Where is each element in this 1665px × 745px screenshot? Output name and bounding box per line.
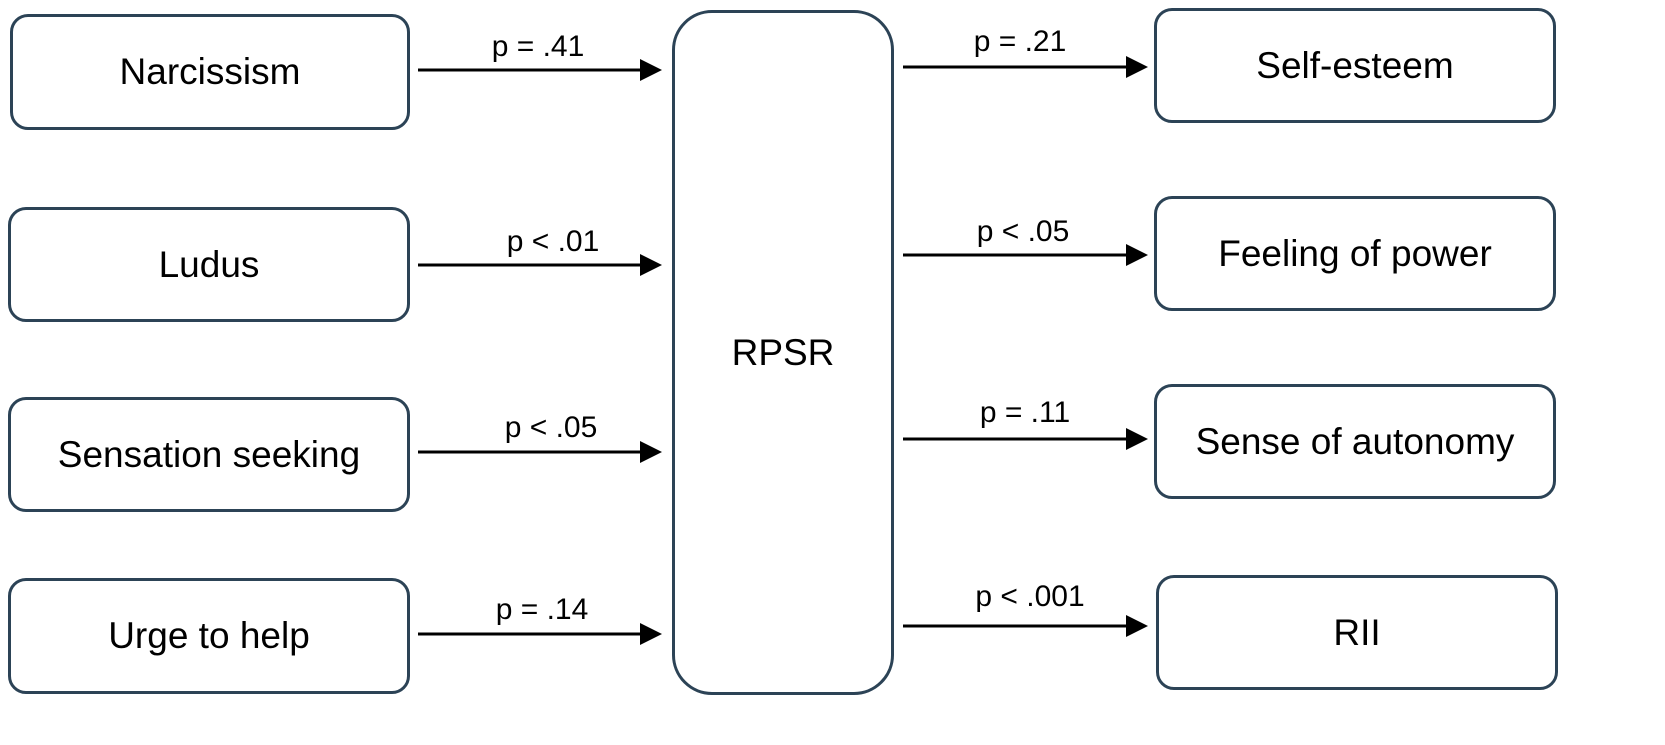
arrow-narcissism-to-rpsr bbox=[418, 59, 662, 81]
p-value-narcissism: p = .41 bbox=[492, 30, 585, 63]
predictor-box-urge-to-help: Urge to help bbox=[8, 578, 410, 694]
predictor-box-sensation-seeking: Sensation seeking bbox=[8, 397, 410, 512]
predictor-label: Urge to help bbox=[108, 615, 310, 656]
outcome-label: Sense of autonomy bbox=[1195, 420, 1515, 462]
outcome-box-rii: RII bbox=[1156, 575, 1558, 690]
outcome-box-self-esteem: Self-esteem bbox=[1154, 8, 1556, 123]
arrow-rpsr-to-feeling-of-power bbox=[903, 244, 1148, 266]
p-value-sensation-seeking: p < .05 bbox=[505, 411, 598, 444]
outcome-label: Feeling of power bbox=[1218, 232, 1492, 274]
predictor-label: Narcissism bbox=[119, 51, 301, 92]
outcome-label: Self-esteem bbox=[1256, 44, 1454, 86]
p-value-sense-of-autonomy: p = .11 bbox=[980, 396, 1070, 429]
outcome-label: RII bbox=[1333, 611, 1381, 653]
predictor-box-narcissism: Narcissism bbox=[10, 14, 410, 130]
p-value-ludus: p < .01 bbox=[507, 225, 600, 258]
arrow-urge-to-help-to-rpsr bbox=[418, 623, 662, 645]
mediator-box-rpsr: RPSR bbox=[672, 10, 894, 695]
arrow-rpsr-to-sense-of-autonomy bbox=[903, 428, 1148, 450]
p-value-urge-to-help: p = .14 bbox=[496, 593, 589, 626]
mediator-label: RPSR bbox=[731, 331, 835, 373]
p-value-feeling-of-power: p < .05 bbox=[977, 215, 1070, 248]
p-value-self-esteem: p = .21 bbox=[974, 25, 1067, 58]
predictor-box-ludus: Ludus bbox=[8, 207, 410, 322]
arrow-ludus-to-rpsr bbox=[418, 254, 662, 276]
predictor-label: Ludus bbox=[158, 243, 260, 285]
p-value-rii: p < .001 bbox=[975, 580, 1084, 613]
predictor-label: Sensation seeking bbox=[57, 433, 361, 475]
arrow-sensation-seeking-to-rpsr bbox=[418, 441, 662, 463]
outcome-box-sense-of-autonomy: Sense of autonomy bbox=[1154, 384, 1556, 499]
outcome-box-feeling-of-power: Feeling of power bbox=[1154, 196, 1556, 311]
arrow-rpsr-to-rii bbox=[903, 615, 1148, 637]
arrow-rpsr-to-self-esteem bbox=[903, 56, 1148, 78]
